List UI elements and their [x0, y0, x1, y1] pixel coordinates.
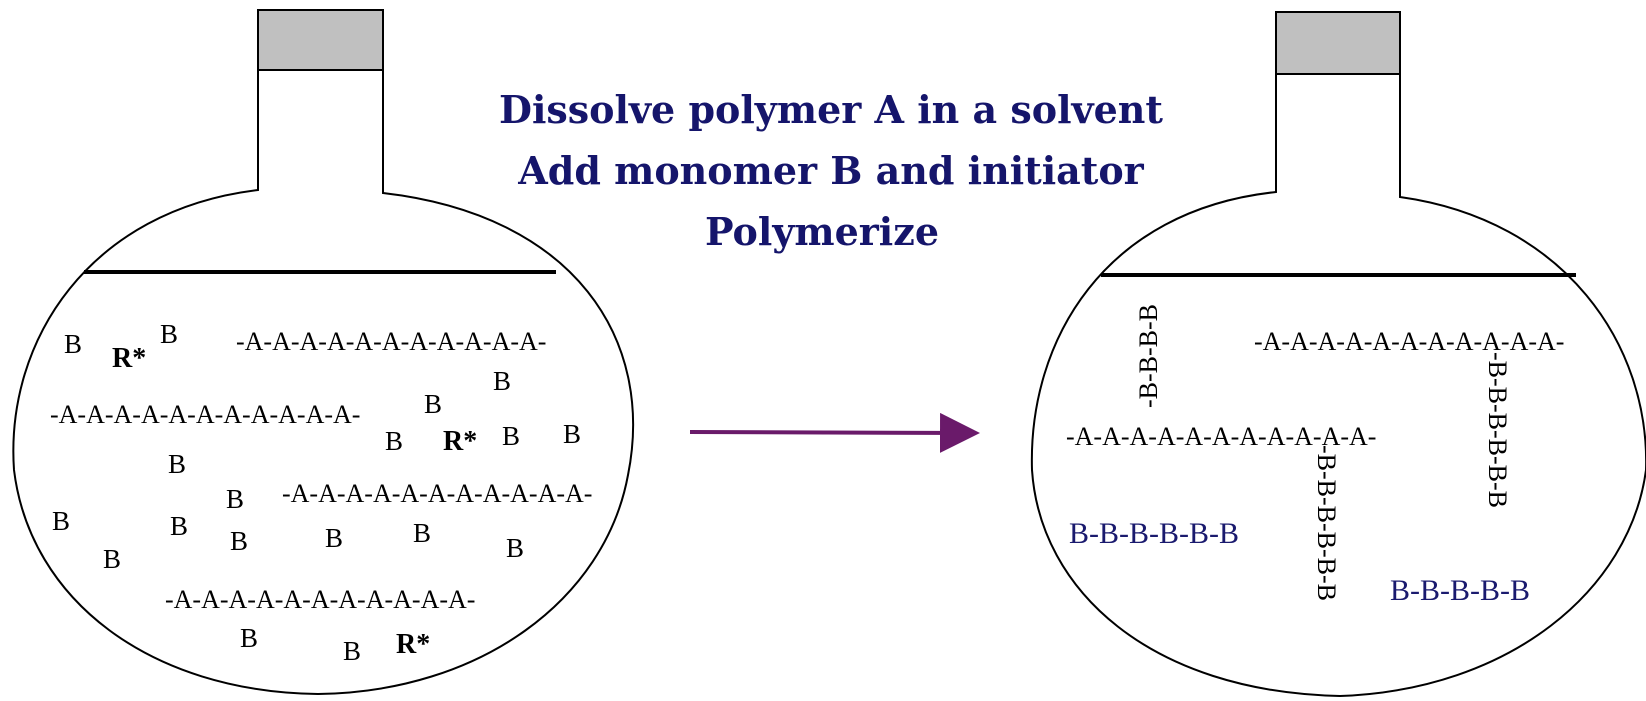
right-flask-cap — [1275, 11, 1401, 75]
monomer-b: B — [226, 484, 244, 514]
monomer-b: B — [502, 421, 520, 451]
initiator-radical: R* — [443, 426, 477, 457]
process-steps: Dissolve polymer A in a solvent Add mono… — [499, 87, 1163, 254]
polymer-a-chain: -A-A-A-A-A-A-A-A-A-A-A- — [236, 327, 546, 356]
left-flask-body — [12, 9, 635, 696]
monomer-b: B — [325, 523, 343, 553]
monomer-b: B — [64, 329, 82, 359]
right-flask: -A-A-A-A-A-A-A-A-A-A-A- -A-A-A-A-A-A-A-A… — [1030, 11, 1646, 698]
polymer-a-chain: -A-A-A-A-A-A-A-A-A-A-A- — [1254, 327, 1564, 356]
graft-b-chain: -B-B-B-B-B-B — [1483, 352, 1512, 508]
graft-b-chain: -B-B-B-B-B-B — [1312, 445, 1341, 601]
step-add-monomer: Add monomer B and initiator — [517, 148, 1144, 193]
monomer-b: B — [506, 533, 524, 563]
reaction-arrow — [689, 412, 980, 453]
initiator-radical: R* — [112, 343, 146, 374]
left-flask: -A-A-A-A-A-A-A-A-A-A-A- -A-A-A-A-A-A-A-A… — [12, 9, 635, 696]
left-flask-cap — [257, 9, 384, 71]
monomer-b: B — [103, 544, 121, 574]
monomer-b: B — [424, 389, 442, 419]
monomer-b: B — [413, 518, 431, 548]
monomer-b: B — [168, 449, 186, 479]
monomer-b: B — [563, 419, 581, 449]
free-polymer-b: B-B-B-B-B-B — [1069, 517, 1239, 550]
monomer-b: B — [240, 623, 258, 653]
monomer-b: B — [493, 366, 511, 396]
monomer-b: B — [343, 636, 361, 666]
polymer-a-chain: -A-A-A-A-A-A-A-A-A-A-A- — [50, 400, 360, 429]
monomer-b: B — [52, 506, 70, 536]
initiator-radical: R* — [396, 629, 430, 660]
monomer-b: B — [385, 426, 403, 456]
graft-b-chain: -B-B-B-B — [1134, 304, 1163, 408]
polymer-a-chain: -A-A-A-A-A-A-A-A-A-A-A- — [1066, 422, 1376, 451]
monomer-b: B — [170, 511, 188, 541]
polymer-a-chain: -A-A-A-A-A-A-A-A-A-A-A- — [165, 585, 475, 614]
free-polymer-b: B-B-B-B-B — [1390, 574, 1530, 607]
step-dissolve: Dissolve polymer A in a solvent — [499, 87, 1163, 132]
monomer-b: B — [160, 319, 178, 349]
polymer-a-chain: -A-A-A-A-A-A-A-A-A-A-A- — [282, 479, 592, 508]
step-polymerize: Polymerize — [705, 209, 939, 254]
right-flask-body — [1030, 11, 1646, 698]
monomer-b: B — [230, 526, 248, 556]
